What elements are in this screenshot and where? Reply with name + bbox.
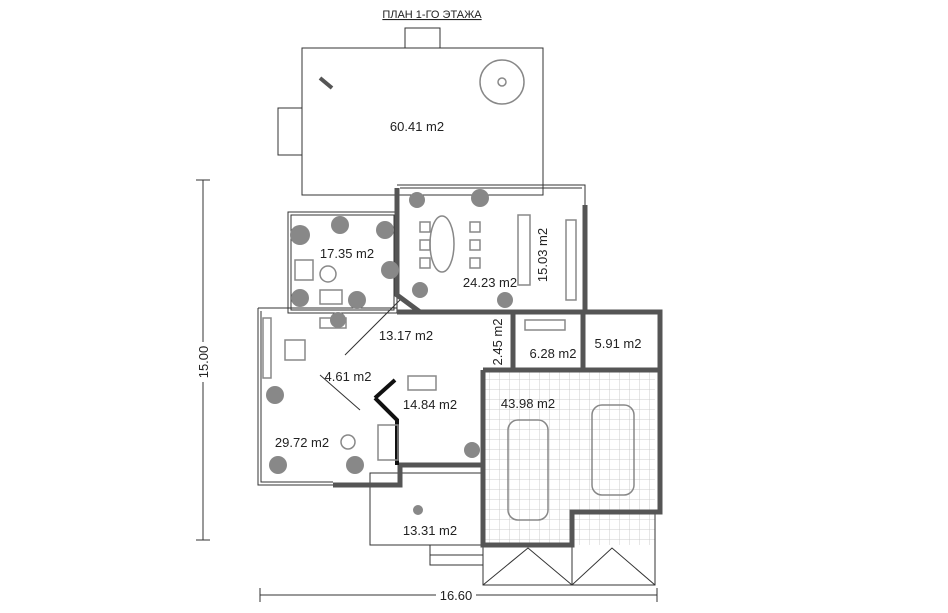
dining-area: 24.23 m2: [463, 275, 517, 290]
terrace-area: 60.41 m2: [390, 119, 444, 134]
plants: [266, 189, 513, 515]
stair-area: 4.61 m2: [325, 369, 372, 384]
height-dimension: 15.00: [196, 346, 211, 379]
boiler-area: 6.28 m2: [530, 346, 577, 361]
kitchen-area: 15.03 m2: [535, 228, 550, 282]
living-area: 29.72 m2: [275, 435, 329, 450]
spiral-stair: [479, 59, 525, 105]
room-area: 17.35 m2: [320, 246, 374, 261]
garage-area: 43.98 m2: [501, 396, 555, 411]
entry-area: 14.84 m2: [403, 397, 457, 412]
wc-area: 2.45 m2: [490, 319, 505, 366]
terrace: [277, 27, 544, 196]
plan-title: ПЛАН 1-ГО ЭТАЖА: [382, 9, 482, 21]
porch-area: 13.31 m2: [403, 523, 457, 538]
furniture: [262, 214, 635, 521]
width-dimension: 16.60: [440, 588, 473, 603]
hall-area: 13.17 m2: [379, 328, 433, 343]
storage-area: 5.91 m2: [595, 336, 642, 351]
